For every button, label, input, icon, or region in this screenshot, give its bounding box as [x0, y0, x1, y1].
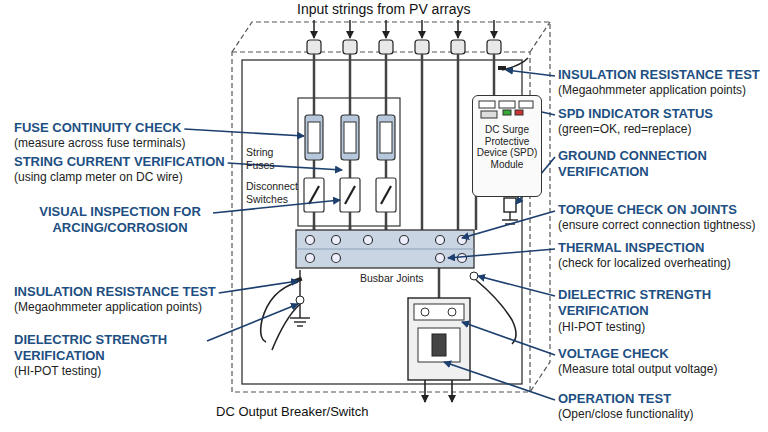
leader-line [207, 304, 298, 341]
callout-heading: DIELECTRIC STRENGTH VERIFICATION [558, 287, 758, 318]
callout-heading: INSULATION RESISTANCE TEST [558, 67, 760, 83]
leader-line [184, 129, 304, 136]
indicator-lights [473, 96, 539, 122]
callout-heading: VOLTAGE CHECK [558, 346, 669, 362]
diagram-title: Input strings from PV arrays [297, 1, 471, 18]
callout-heading: STRING CURRENT VERIFICATION [14, 154, 225, 170]
leader-line [444, 362, 555, 400]
leader-line [462, 322, 555, 355]
callout-heading: OPERATION TEST [558, 391, 671, 407]
leader-line [219, 281, 298, 293]
callout-note: (measure across fuse terminals) [14, 136, 185, 150]
leader-line [228, 163, 342, 170]
module-label: DC Surge Protective Device (SPD) Module [473, 122, 541, 175]
leader-line [506, 70, 555, 76]
callout-note: (HI-POT testing) [558, 320, 645, 334]
leader-line [478, 276, 555, 296]
callout-note: (Open/close functionality) [558, 407, 693, 421]
callout-note: (HI-POT testing) [14, 364, 101, 378]
callout-note: (Measure total output voltage) [558, 362, 717, 376]
leader-line [462, 211, 555, 238]
part-label: DC Output Breaker/Switch [216, 404, 368, 420]
callout-heading: VISUAL INSPECTION FOR ARCING/CORROSION [30, 204, 210, 235]
part-label: String Fuses [246, 146, 294, 171]
callout-note: (ensure correct connection tightness) [558, 218, 755, 232]
callout-heading: GROUND CONNECTION VERIFICATION [558, 148, 758, 179]
callout-note: (Megaohmmeter application points) [14, 300, 202, 314]
leader-line [448, 249, 555, 258]
callout-heading: THERMAL INSPECTION [558, 240, 704, 256]
part-label: Busbar Joints [360, 272, 424, 285]
callout-heading: INSULATION RESISTANCE TEST [14, 284, 216, 300]
callout-heading: TORQUE CHECK ON JOINTS [558, 202, 737, 218]
callout-note: (green=OK, red=replace) [558, 122, 691, 136]
callout-heading: FUSE CONTINUITY CHECK [14, 120, 181, 136]
callout-heading: SPD INDICATOR STATUS [558, 106, 713, 122]
spd-module: DC Surge Protective Device (SPD) Module [472, 95, 542, 197]
part-label: Disconnect Switches [246, 180, 300, 205]
callout-heading: DIELECTRIC STRENGTH VERIFICATION [14, 332, 204, 363]
callout-note: (check for localized overheating) [558, 256, 731, 270]
callout-note: (using clamp meter on DC wire) [14, 170, 183, 184]
callout-note: (Megaohmmeter application points) [558, 83, 746, 97]
